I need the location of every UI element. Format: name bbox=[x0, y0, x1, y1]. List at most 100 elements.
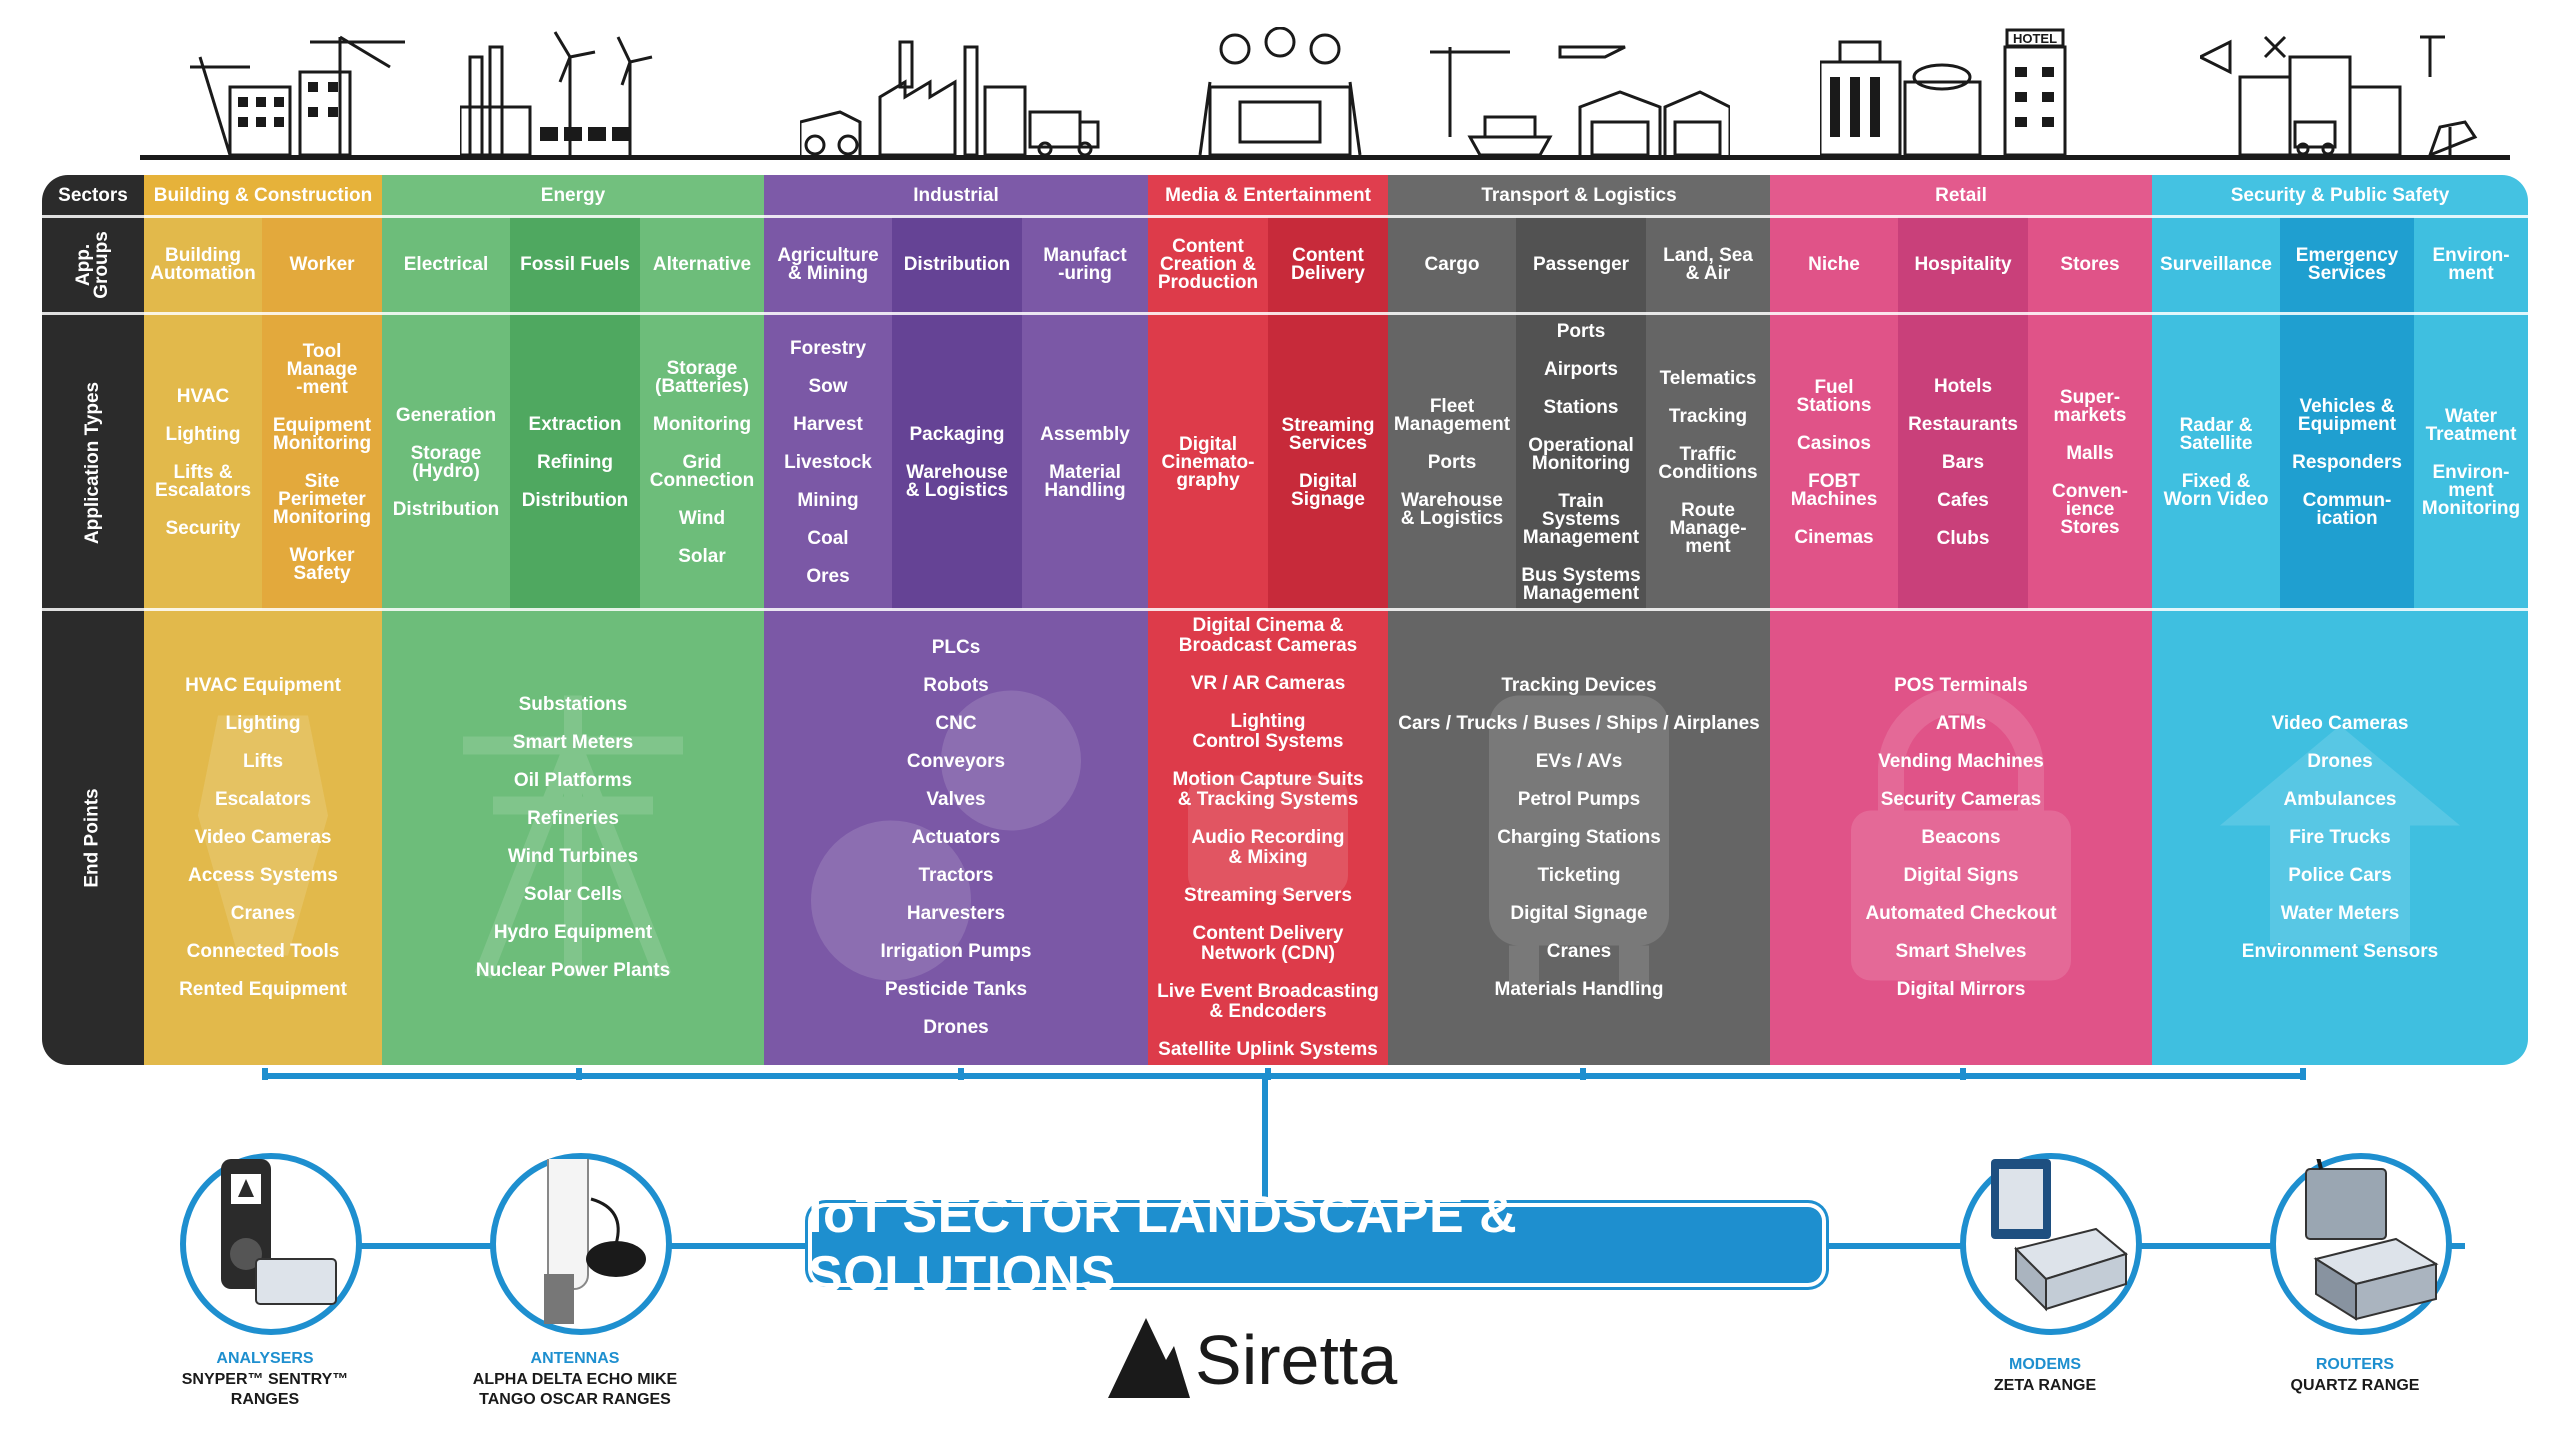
application-type: Fixed & Worn Video bbox=[2163, 470, 2269, 510]
sector-title: Retail bbox=[1770, 175, 2152, 217]
end-point: Drones bbox=[923, 1016, 989, 1038]
end-point: Irrigation Pumps bbox=[880, 940, 1032, 962]
end-point: Live Event Broadcasting & Endcoders bbox=[1157, 980, 1379, 1022]
app-group-label: Niche bbox=[1808, 254, 1860, 275]
app-group-label: Alternative bbox=[652, 254, 752, 275]
app-group-label: Worker bbox=[289, 254, 355, 275]
end-point: Escalators bbox=[214, 788, 312, 810]
bracket-tick bbox=[958, 1068, 964, 1080]
app-group-label: Stores bbox=[2060, 254, 2120, 275]
routers-ring bbox=[2270, 1148, 2452, 1335]
application-type: Sow bbox=[808, 375, 848, 397]
end-point: Lighting bbox=[225, 712, 301, 734]
application-type: Digital Signage bbox=[1291, 470, 1365, 510]
application-type: Tracking bbox=[1668, 405, 1748, 427]
application-type: Operational Monitoring bbox=[1528, 434, 1634, 474]
sector-title: Transport & Logistics bbox=[1388, 175, 1770, 217]
end-point: Smart Meters bbox=[512, 731, 634, 753]
title-banner: IoT SECTOR LANDSCAPE & SOLUTIONS bbox=[808, 1186, 1826, 1304]
end-point: Beacons bbox=[1921, 826, 2001, 848]
routers-range: QUARTZ RANGE bbox=[2290, 1377, 2420, 1394]
application-type: Worker Safety bbox=[289, 544, 355, 584]
end-point: Digital Mirrors bbox=[1896, 978, 2026, 1000]
bracket-bar bbox=[262, 1073, 2302, 1079]
end-point: Water Meters bbox=[2280, 902, 2400, 924]
router-device-icon bbox=[2305, 1148, 2439, 1321]
sector-icon-strip: HOTEL bbox=[140, 25, 2510, 160]
application-type: Airports bbox=[1544, 358, 1618, 380]
end-point: ATMs bbox=[1935, 712, 1987, 734]
end-point: Satellite Uplink Systems bbox=[1158, 1038, 1378, 1060]
row-legend: Sectors App. Groups Application Types En… bbox=[42, 175, 144, 1065]
end-point: Petrol Pumps bbox=[1517, 788, 1641, 810]
end-point: Streaming Servers bbox=[1184, 884, 1352, 906]
application-type: Mining bbox=[797, 489, 859, 511]
end-point: Drones bbox=[2307, 750, 2373, 772]
application-type: Site Perimeter Monitoring bbox=[272, 470, 372, 528]
application-type: Wind bbox=[678, 507, 726, 529]
end-point: Conveyors bbox=[906, 750, 1006, 772]
application-type: Grid Connection bbox=[649, 451, 755, 491]
app-group-label: Hospitality bbox=[1914, 254, 2012, 275]
app-group-label: Manufact -uring bbox=[1043, 245, 1127, 284]
application-type: Coal bbox=[807, 527, 849, 549]
bracket-tick bbox=[2300, 1068, 2306, 1080]
end-point: Cranes bbox=[230, 902, 296, 924]
legend-end-points: End Points bbox=[81, 787, 103, 888]
construction-icon bbox=[190, 27, 410, 157]
sector-title: Media & Entertainment bbox=[1148, 175, 1388, 217]
app-group-label: Distribution bbox=[903, 254, 1011, 275]
end-point: CNC bbox=[935, 712, 977, 734]
application-type: Ports bbox=[1556, 320, 1606, 342]
siretta-logo-icon bbox=[1108, 1318, 1190, 1398]
end-point: PLCs bbox=[931, 636, 981, 658]
brand-name: Siretta bbox=[1195, 1321, 1398, 1399]
end-point: Materials Handling bbox=[1494, 978, 1664, 1000]
analyser-device-icon bbox=[221, 1159, 337, 1305]
bracket-tick bbox=[576, 1068, 582, 1080]
application-type: Material Handling bbox=[1044, 461, 1126, 501]
legend-sectors: Sectors bbox=[58, 185, 128, 206]
end-point: Pesticide Tanks bbox=[884, 978, 1028, 1000]
hotel-sign: HOTEL bbox=[2013, 31, 2057, 46]
row-divider bbox=[42, 312, 2528, 315]
app-group-label: Environ- ment bbox=[2432, 245, 2510, 284]
end-point: Tractors bbox=[918, 864, 994, 886]
application-type: Generation bbox=[395, 404, 497, 426]
end-point: Ticketing bbox=[1537, 864, 1621, 886]
app-group-label: Surveillance bbox=[2160, 254, 2272, 275]
application-type: Ores bbox=[806, 565, 850, 587]
application-type: Water Treatment bbox=[2425, 405, 2517, 445]
antennas-title: ANTENNAS bbox=[530, 1350, 620, 1367]
application-type: Environ- ment Monitoring bbox=[2421, 461, 2521, 519]
app-group-label: Electrical bbox=[403, 254, 489, 275]
application-type: Warehouse & Logistics bbox=[1400, 489, 1504, 529]
end-point: POS Terminals bbox=[1894, 674, 2028, 696]
application-type: Malls bbox=[2066, 442, 2114, 464]
application-type: Refining bbox=[537, 451, 613, 473]
